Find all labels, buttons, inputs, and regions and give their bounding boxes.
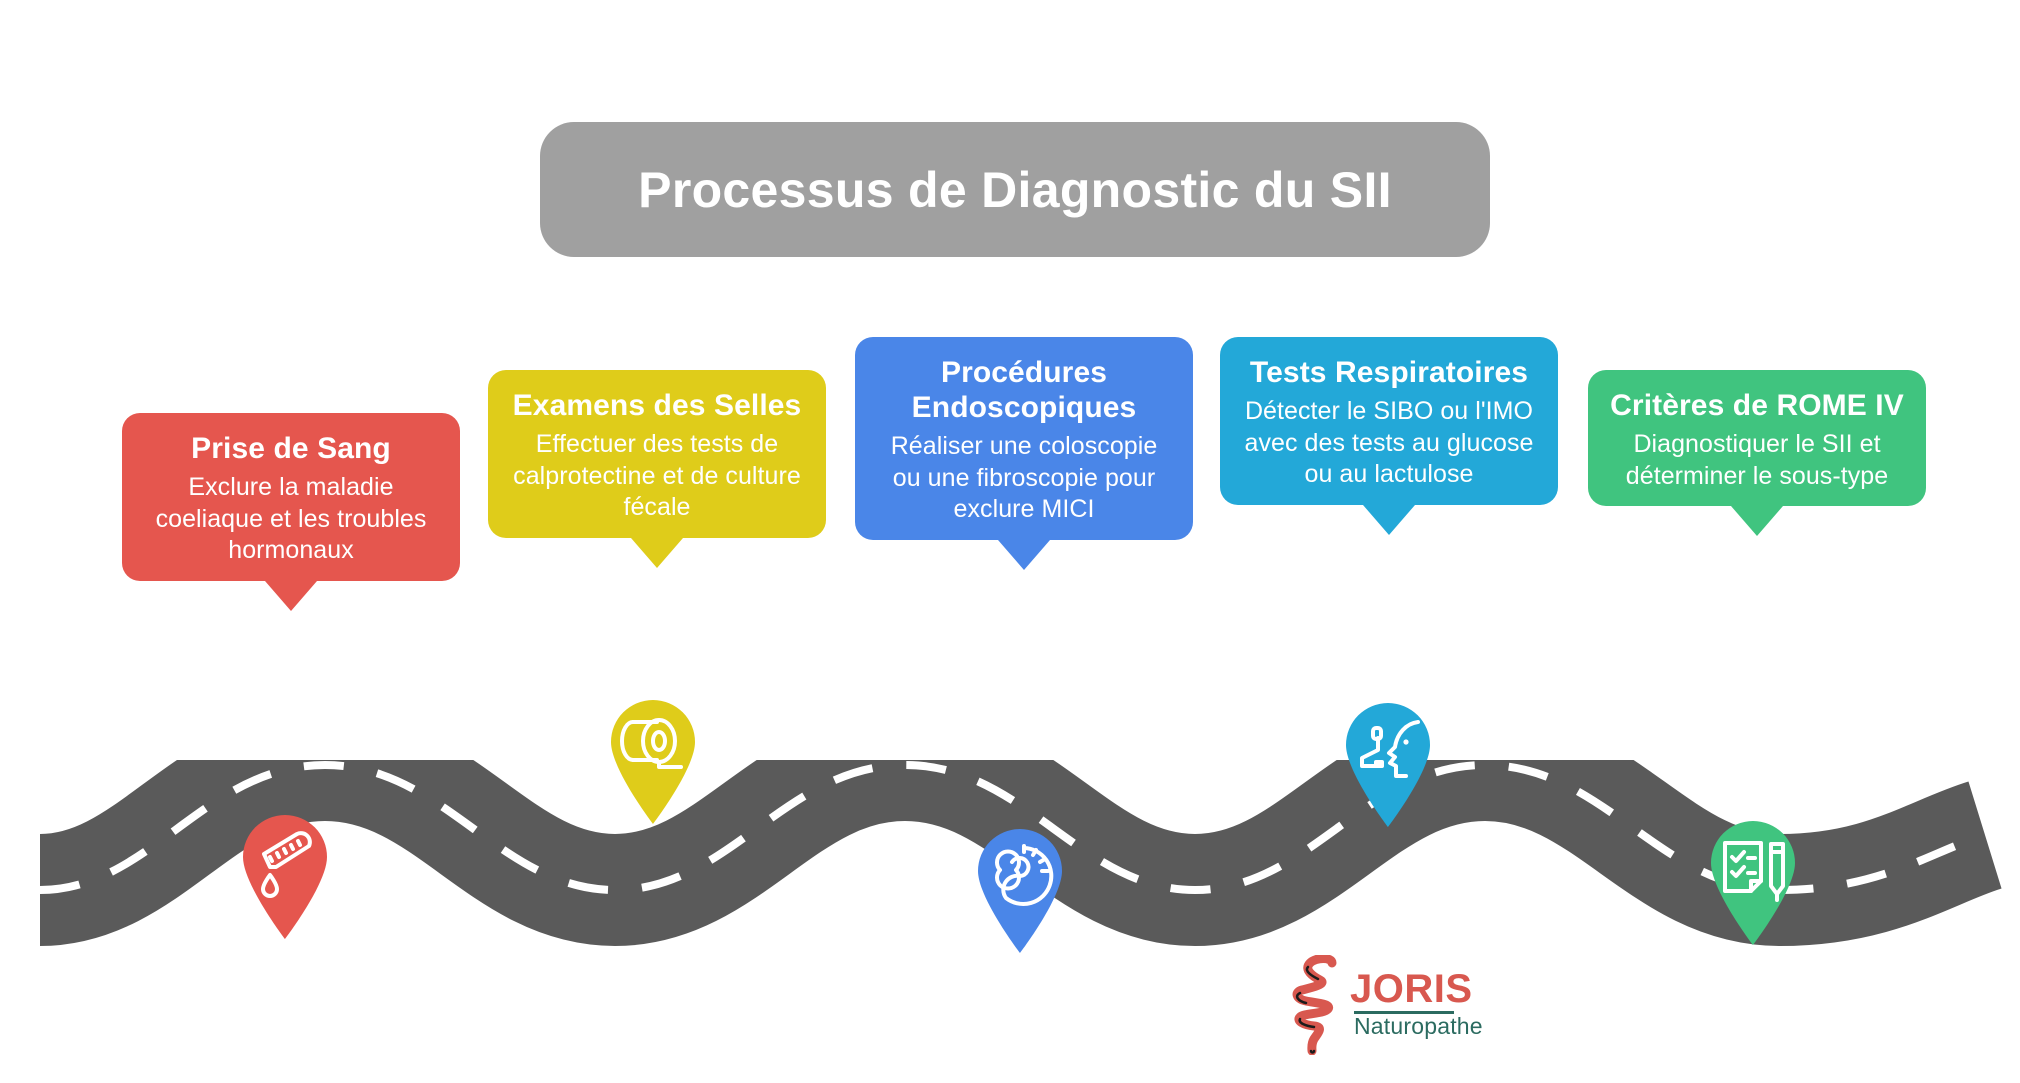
pin-shape-4 [1346,703,1430,827]
page-title-banner: Processus de Diagnostic du SII [540,122,1490,257]
step-card-1: Prise de Sang Exclure la maladie coeliaq… [122,413,460,611]
step-card-4: Tests Respiratoires Détecter le SIBO ou … [1220,337,1558,535]
step-title-4: Tests Respiratoires [1249,356,1529,389]
map-pin-1 [237,812,333,940]
map-pin-4 [1340,700,1436,828]
step-card-tail-4 [1363,504,1415,535]
step-description-1: Exclure la maladie coeliaque et les trou… [155,473,427,565]
logo-subtitle: Naturopathe [1354,1013,1483,1039]
step-description-3: Réaliser une coloscopie ou une fibroscop… [890,432,1158,524]
step-card-3: Procédures Endoscopiques Réaliser une co… [855,337,1193,570]
brand-logo: JORIS Naturopathe [1288,955,1498,1055]
road-surface [37,708,2003,947]
pin-shape-1 [243,815,327,939]
step-title-3: Procédures Endoscopiques [911,356,1137,425]
map-pin-5 [1705,818,1801,946]
map-pin-3 [972,826,1068,954]
map-pin-2 [605,697,701,825]
step-card-5: Critères de ROME IV Diagnostiquer le SII… [1588,370,1926,537]
step-description-5: Diagnostiquer le SII et déterminer le so… [1625,430,1889,490]
step-title-2: Examens des Selles [512,389,802,422]
step-card-tail-2 [631,537,683,568]
checklist-pen-icon [1723,841,1785,902]
step-title-1: Prise de Sang [191,432,391,465]
pin-shape-3 [978,829,1062,953]
step-card-tail-1 [265,580,317,611]
blood-test-icon [261,831,312,898]
step-description-2: Effectuer des tests de calprotectine et … [513,430,801,522]
step-card-2: Examens des Selles Effectuer des tests d… [488,370,826,568]
step-title-5: Critères de ROME IV [1610,389,1904,422]
endoscope-icon [995,844,1054,906]
intestine-icon [1292,955,1337,1055]
page-title: Processus de Diagnostic du SII [638,161,1392,218]
breath-test-icon [1360,720,1420,778]
logo-wordmark: JORIS [1350,967,1473,1011]
step-description-4: Détecter le SIBO ou l'IMO avec des tests… [1244,397,1534,489]
step-card-tail-5 [1731,506,1783,537]
toilet-paper-roll-icon [620,718,683,769]
logo-divider [1354,1011,1454,1014]
step-card-tail-3 [998,539,1050,570]
road-graphic [0,708,2020,1083]
